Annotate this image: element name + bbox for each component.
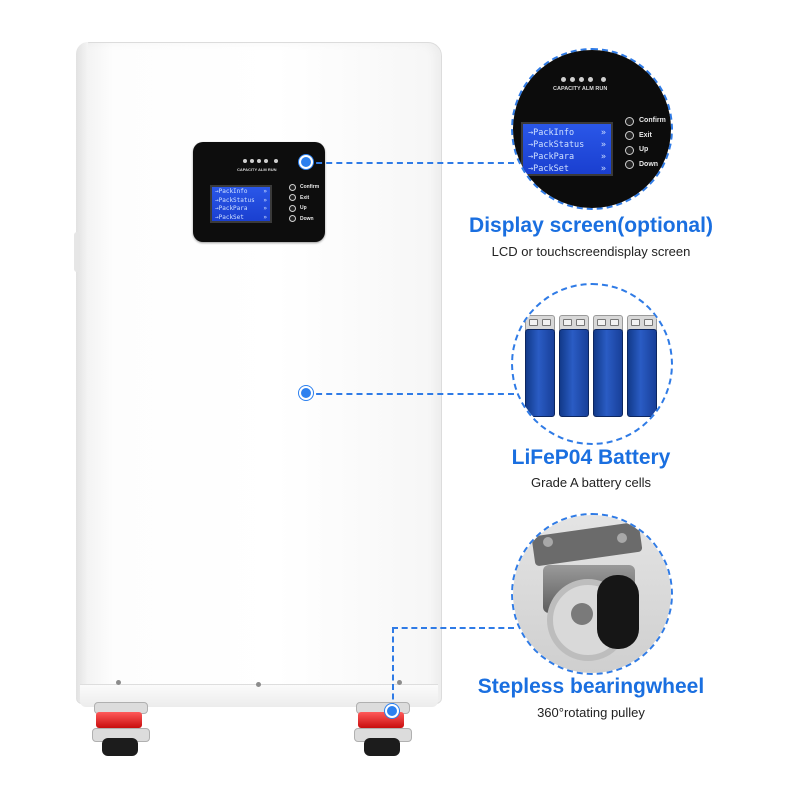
wheel-tyre <box>597 575 639 649</box>
indicator-label: CAPACITY ALM RUN <box>553 86 608 92</box>
exit-button: Exit <box>625 129 666 144</box>
wheel-feature-subtitle: 360°rotating pulley <box>537 705 645 720</box>
callout-line-wheel-h <box>392 627 514 629</box>
status-leds <box>561 77 606 82</box>
display-zoom-circle: CAPACITY ALM RUN →PackInfo» →PackStatus»… <box>511 48 673 210</box>
callout-line-battery <box>306 393 514 395</box>
panel-buttons: Confirm Exit Up Down <box>625 114 666 172</box>
battery-feature-subtitle: Grade A battery cells <box>531 475 651 490</box>
confirm-button: Confirm <box>289 182 319 193</box>
lcd-menu-item: →PackPara» <box>528 152 606 162</box>
screw <box>116 680 121 685</box>
display-feature-title: Display screen(optional) <box>469 214 713 237</box>
screw <box>397 680 402 685</box>
battery-marker <box>299 386 313 400</box>
callout-line-wheel-v <box>392 627 394 709</box>
bolt <box>543 537 553 547</box>
battery-cells-icon <box>523 315 663 417</box>
cabinet-side-edge <box>76 42 88 702</box>
lcd-menu-item: →PackPara» <box>215 205 267 212</box>
down-button: Down <box>289 214 319 225</box>
lcd-menu-item: →PackStatus» <box>528 140 606 150</box>
confirm-button: Confirm <box>625 114 666 129</box>
down-button: Down <box>625 158 666 173</box>
wheel-feature-title: Stepless bearingwheel <box>477 675 705 698</box>
wheel-hub <box>571 603 593 625</box>
lcd-menu-item: →PackInfo» <box>528 128 606 138</box>
bolt <box>617 533 627 543</box>
screw <box>256 682 261 687</box>
lcd-menu-item: →PackStatus» <box>215 196 267 204</box>
wheel-zoom-circle <box>511 513 673 675</box>
up-button: Up <box>625 143 666 158</box>
cabinet-handle <box>74 232 80 272</box>
wheel-marker <box>385 704 399 718</box>
exit-button: Exit <box>289 193 319 204</box>
display-marker <box>299 155 313 169</box>
panel-buttons: Confirm Exit Up Down <box>289 182 319 224</box>
up-button: Up <box>289 203 319 214</box>
lcd-screen: →PackInfo» →PackStatus» →PackPara» →Pack… <box>521 122 613 176</box>
display-feature-subtitle: LCD or touchscreendisplay screen <box>491 244 691 259</box>
left-caster-wheel <box>90 702 150 760</box>
callout-line-display <box>306 162 514 164</box>
indicator-label: CAPACITY ALM RUN <box>237 167 277 172</box>
lcd-menu-item: →PackSet» <box>528 164 606 174</box>
status-leds <box>243 159 278 163</box>
lcd-screen: →PackInfo» →PackStatus» →PackPara» →Pack… <box>210 185 272 223</box>
lcd-menu-item: →PackSet» <box>215 213 267 221</box>
battery-zoom-circle <box>511 283 673 445</box>
right-caster-wheel <box>352 702 412 760</box>
battery-feature-title: LiFeP04 Battery <box>511 446 671 469</box>
lcd-menu-item: →PackInfo» <box>215 188 267 195</box>
